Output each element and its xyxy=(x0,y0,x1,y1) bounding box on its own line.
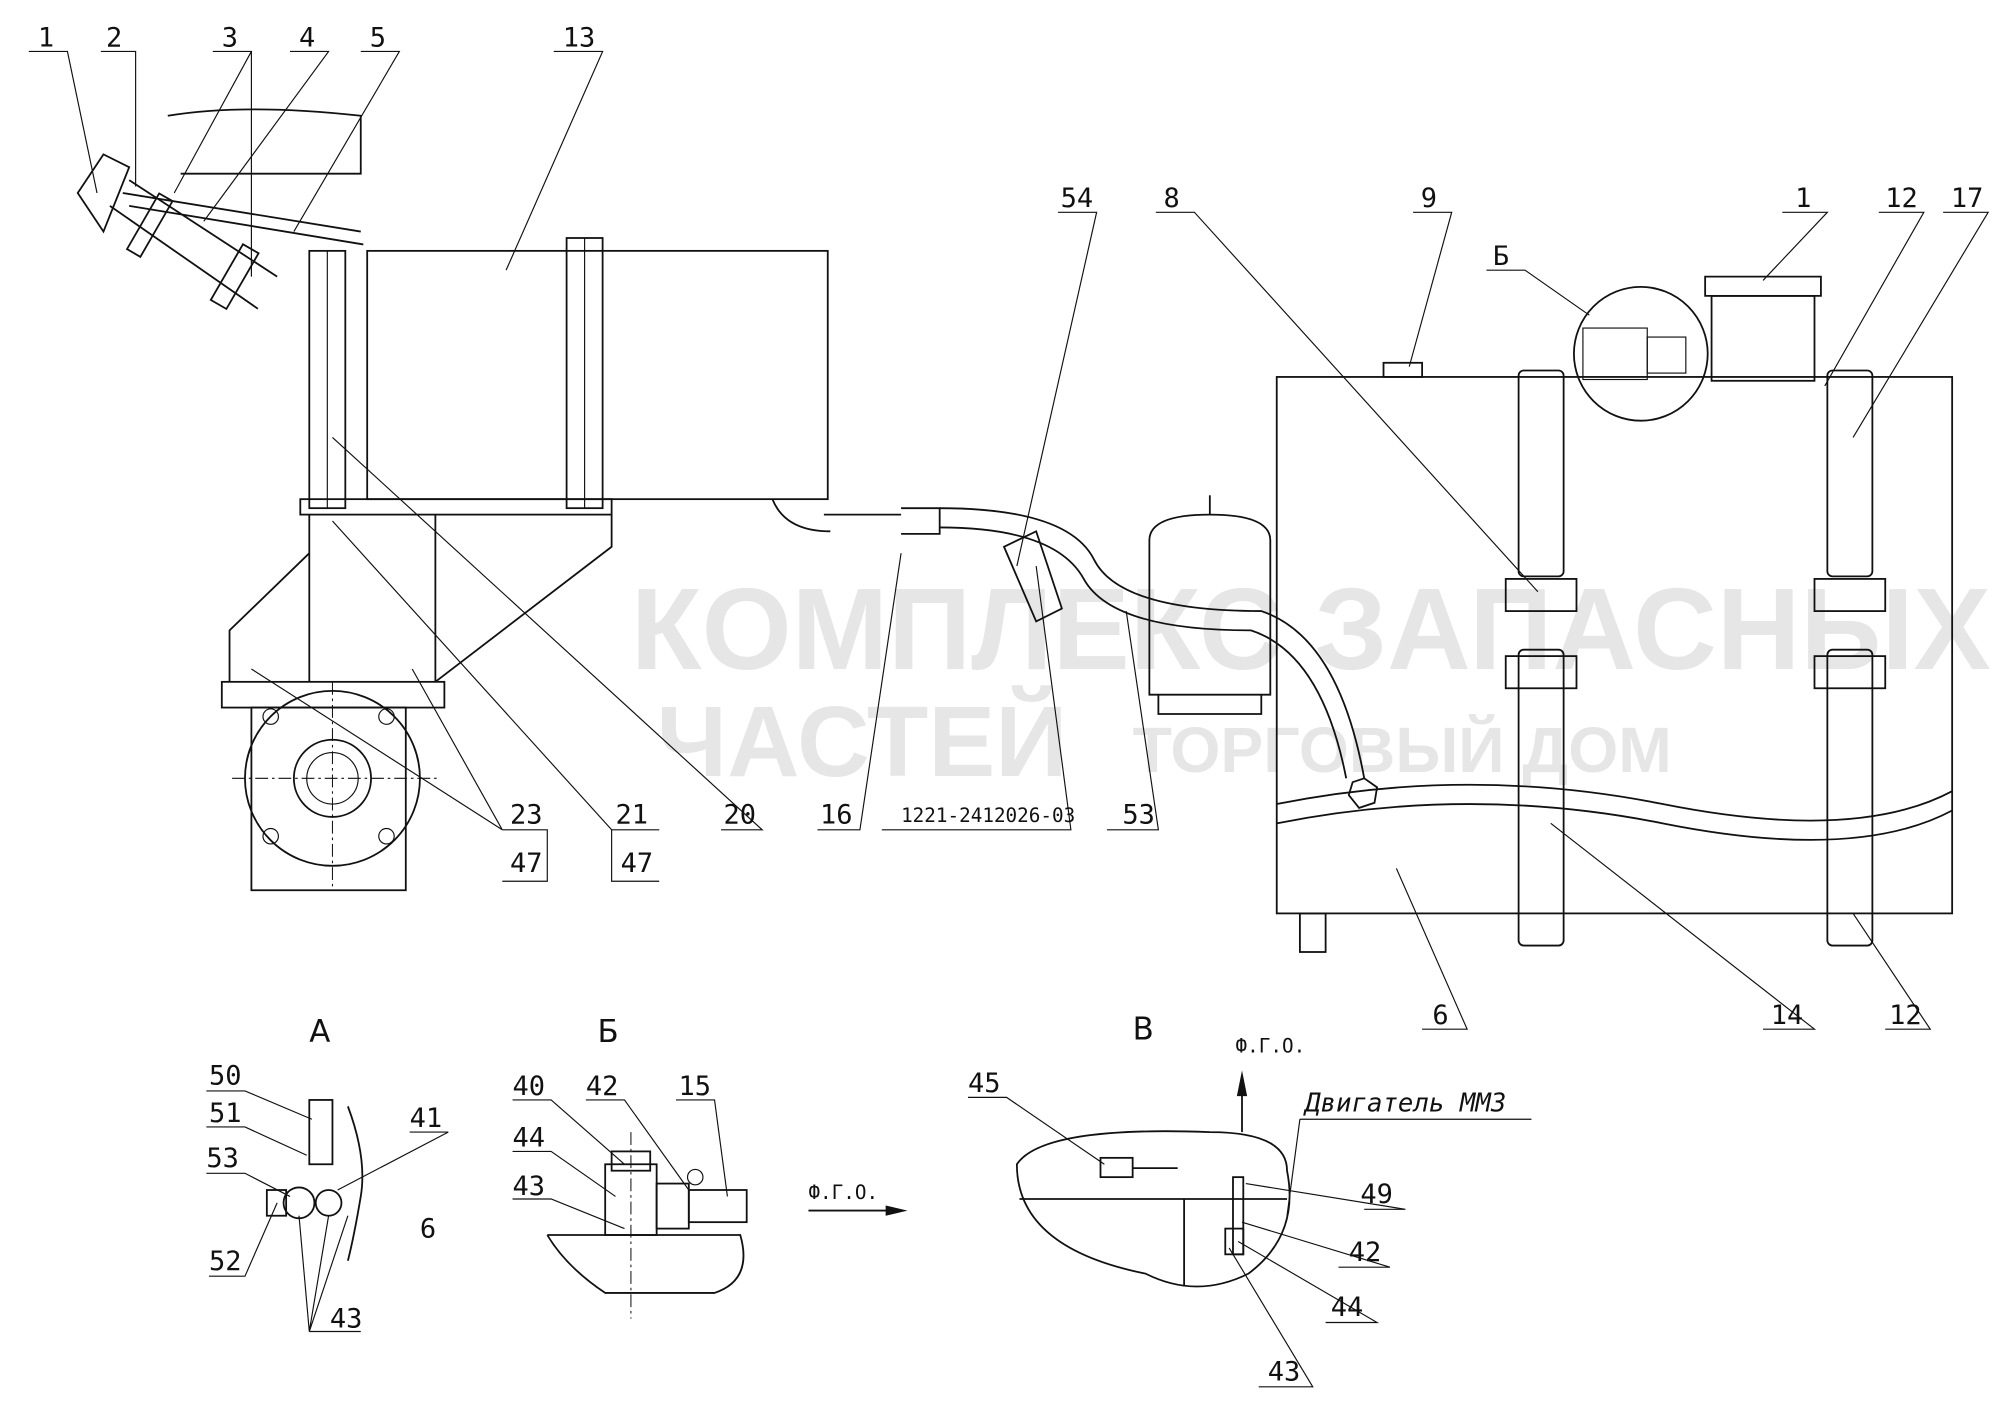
fuel-hose xyxy=(823,507,1379,809)
section-v-title: В xyxy=(1133,1011,1154,1047)
part-number: 1221-2412026-03 xyxy=(901,804,1075,827)
section-b-label-42: 42 xyxy=(586,1071,619,1102)
section-a-label-52: 52 xyxy=(209,1246,242,1277)
section-b-label-40: 40 xyxy=(513,1071,546,1102)
section-v-label-44: 44 xyxy=(1331,1292,1364,1323)
callout-8: 8 xyxy=(1164,183,1180,214)
callout-labels: 1 2 3 4 5 13 23 47 21 47 20 16 1221-2412… xyxy=(38,22,1984,1031)
left-tank-assembly xyxy=(76,108,831,892)
section-a-title: А xyxy=(309,1014,330,1050)
callout-47b: 47 xyxy=(621,848,654,879)
fuel-filter xyxy=(1148,495,1272,715)
section-b-arrow-label: Ф.Г.О. xyxy=(808,1181,878,1204)
callout-20: 20 xyxy=(724,799,757,830)
section-b-title: Б xyxy=(597,1014,618,1050)
callout-2: 2 xyxy=(106,22,122,53)
callout-5: 5 xyxy=(370,22,386,53)
callout-23: 23 xyxy=(510,799,543,830)
watermark-line3: ТОРГОВЫЙ ДОМ xyxy=(1133,713,1672,786)
callout-47a: 47 xyxy=(510,848,543,879)
callout-53: 53 xyxy=(1122,799,1155,830)
section-v-label-45: 45 xyxy=(968,1068,1001,1099)
callout-3: 3 xyxy=(222,22,238,53)
callout-54: 54 xyxy=(1061,183,1094,214)
section-v-label-42: 42 xyxy=(1349,1237,1382,1268)
section-v-arrow-label: Ф.Г.О. xyxy=(1236,1034,1306,1057)
section-a-label-53: 53 xyxy=(206,1143,239,1174)
callout-1: 1 xyxy=(38,22,54,53)
section-b-label-43: 43 xyxy=(513,1171,546,1202)
section-v-label-43: 43 xyxy=(1268,1356,1301,1387)
callout-12: 12 xyxy=(1885,183,1918,214)
callout-6: 6 xyxy=(1432,1000,1448,1031)
callout-21: 21 xyxy=(615,799,648,830)
section-a: А 50 51 53 52 41 6 43 xyxy=(206,1014,449,1335)
callout-1-right: 1 xyxy=(1795,183,1811,214)
engine-label: Двигатель ММЗ xyxy=(1303,1089,1506,1119)
section-v: В Ф.Г.О. Двигатель ММЗ 45 49 42 44 43 xyxy=(967,1011,1532,1388)
callout-12-bottom: 12 xyxy=(1889,1000,1922,1031)
callout-4: 4 xyxy=(299,22,315,53)
section-a-label-43: 43 xyxy=(330,1304,363,1335)
watermark: КОМПЛЕКС ЗАПАСНЫХ ЧАСТЕЙ ТОРГОВЫЙ ДОМ xyxy=(631,564,1991,798)
callout-14: 14 xyxy=(1771,1000,1804,1031)
callout-17: 17 xyxy=(1951,183,1984,214)
section-a-label-50: 50 xyxy=(209,1061,242,1092)
section-v-label-49: 49 xyxy=(1360,1179,1393,1210)
section-a-label-41: 41 xyxy=(410,1103,443,1134)
watermark-line1: КОМПЛЕКС ЗАПАСНЫХ xyxy=(631,564,1991,694)
callout-16: 16 xyxy=(820,799,853,830)
section-b-label-15: 15 xyxy=(679,1071,712,1102)
leader-lines xyxy=(28,50,1990,1030)
right-tank xyxy=(1275,275,1954,953)
section-b: Б 40 42 15 44 43 Ф.Г.О. xyxy=(513,1014,908,1319)
callout-view-b: Б xyxy=(1493,241,1509,272)
watermark-line2: ЧАСТЕЙ xyxy=(657,685,1068,798)
callout-9: 9 xyxy=(1421,183,1437,214)
section-a-label-51: 51 xyxy=(209,1098,242,1129)
section-a-label-6: 6 xyxy=(420,1214,436,1245)
section-b-label-44: 44 xyxy=(513,1122,546,1153)
callout-13: 13 xyxy=(563,22,596,53)
